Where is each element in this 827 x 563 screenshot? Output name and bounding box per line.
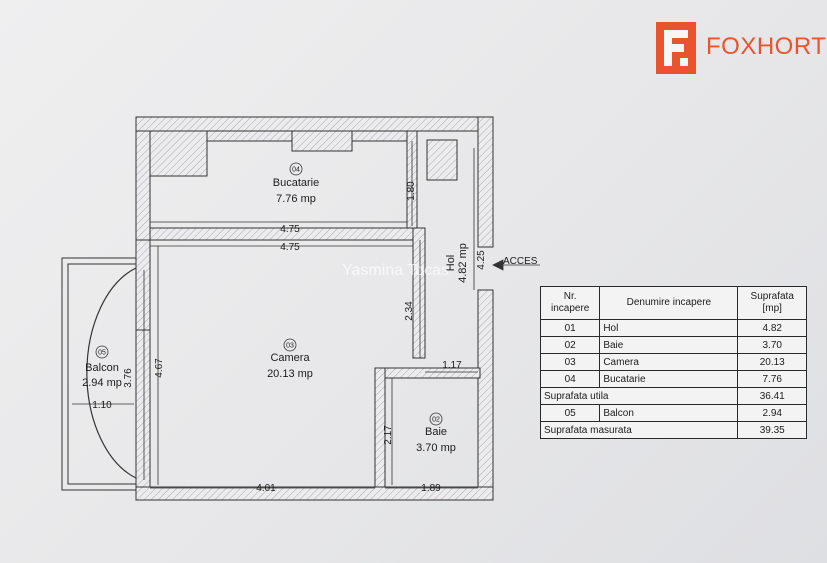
svg-text:4.82 mp: 4.82 mp: [457, 243, 469, 283]
svg-text:4.67: 4.67: [154, 358, 165, 378]
table-row: 01 Hol 4.82: [539, 319, 807, 337]
table-row: 05 Balcon 2.94: [539, 404, 807, 422]
column-header: Denumire incapere: [599, 286, 739, 320]
dimension-lines: [72, 141, 540, 489]
svg-text:20.13 mp: 20.13 mp: [267, 368, 313, 380]
svg-text:Balcon: Balcon: [85, 362, 119, 374]
svg-text:4.75: 4.75: [280, 242, 300, 253]
svg-text:1.10: 1.10: [92, 400, 112, 411]
room-label-kitchen: 04 Bucatarie 7.76 mp: [273, 162, 319, 205]
room-label-balcony: 05 Balcon 2.94 mp: [82, 345, 122, 389]
watermark: Yasmina Tocas: [342, 262, 450, 279]
svg-text:1.17: 1.17: [442, 360, 462, 371]
svg-text:03: 03: [286, 343, 294, 350]
svg-text:05: 05: [98, 350, 106, 357]
column-header: Suprafata [mp]: [737, 286, 807, 320]
svg-text:04: 04: [292, 167, 300, 174]
svg-text:4.25: 4.25: [476, 250, 487, 270]
exterior-walls: [135, 116, 494, 501]
svg-text:1.80: 1.80: [406, 181, 417, 201]
room-label-bathroom: 02 Baie 3.70 mp: [416, 412, 456, 454]
room-label-living: 03 Camera 20.13 mp: [267, 338, 313, 380]
table-row: 04 Bucatarie 7.76: [539, 370, 807, 388]
table-header-row: Nr. incapere Denumire incapere Suprafata…: [539, 286, 807, 320]
table-row: 02 Baie 3.70: [539, 336, 807, 354]
svg-text:4.01: 4.01: [256, 483, 276, 494]
area-table: Nr. incapere Denumire incapere Suprafata…: [539, 286, 807, 439]
entrance-label: ACCES: [503, 256, 538, 267]
balcony-outline: [61, 257, 137, 491]
svg-text:Camera: Camera: [270, 352, 310, 364]
svg-text:02: 02: [432, 417, 440, 424]
svg-text:4.75: 4.75: [280, 224, 300, 235]
svg-text:2.17: 2.17: [383, 425, 394, 445]
svg-text:3.76: 3.76: [123, 368, 134, 388]
foxhort-logo: [656, 22, 696, 74]
svg-text:Bucatarie: Bucatarie: [273, 177, 319, 189]
svg-text:7.76 mp: 7.76 mp: [276, 193, 316, 205]
svg-text:Baie: Baie: [425, 426, 447, 438]
svg-text:2.94 mp: 2.94 mp: [82, 377, 122, 389]
svg-text:2.34: 2.34: [404, 301, 415, 321]
total-row: Suprafata masurata 39.35: [539, 421, 807, 439]
table-row: 03 Camera 20.13: [539, 353, 807, 371]
svg-text:1.89: 1.89: [421, 483, 441, 494]
room-label-hall: Hol 4.82 mp: [445, 243, 469, 283]
subtotal-row: Suprafata utila 36.41: [539, 387, 807, 405]
brand-name: FOXHORT: [706, 33, 827, 60]
svg-text:3.70 mp: 3.70 mp: [416, 442, 456, 454]
svg-text:Hol: Hol: [445, 255, 457, 272]
column-header: Nr. incapere: [539, 286, 601, 320]
dimension-labels: 4.75 4.75 1.80 2.34 1.17 4.67 3.76 1.10 …: [92, 181, 538, 494]
